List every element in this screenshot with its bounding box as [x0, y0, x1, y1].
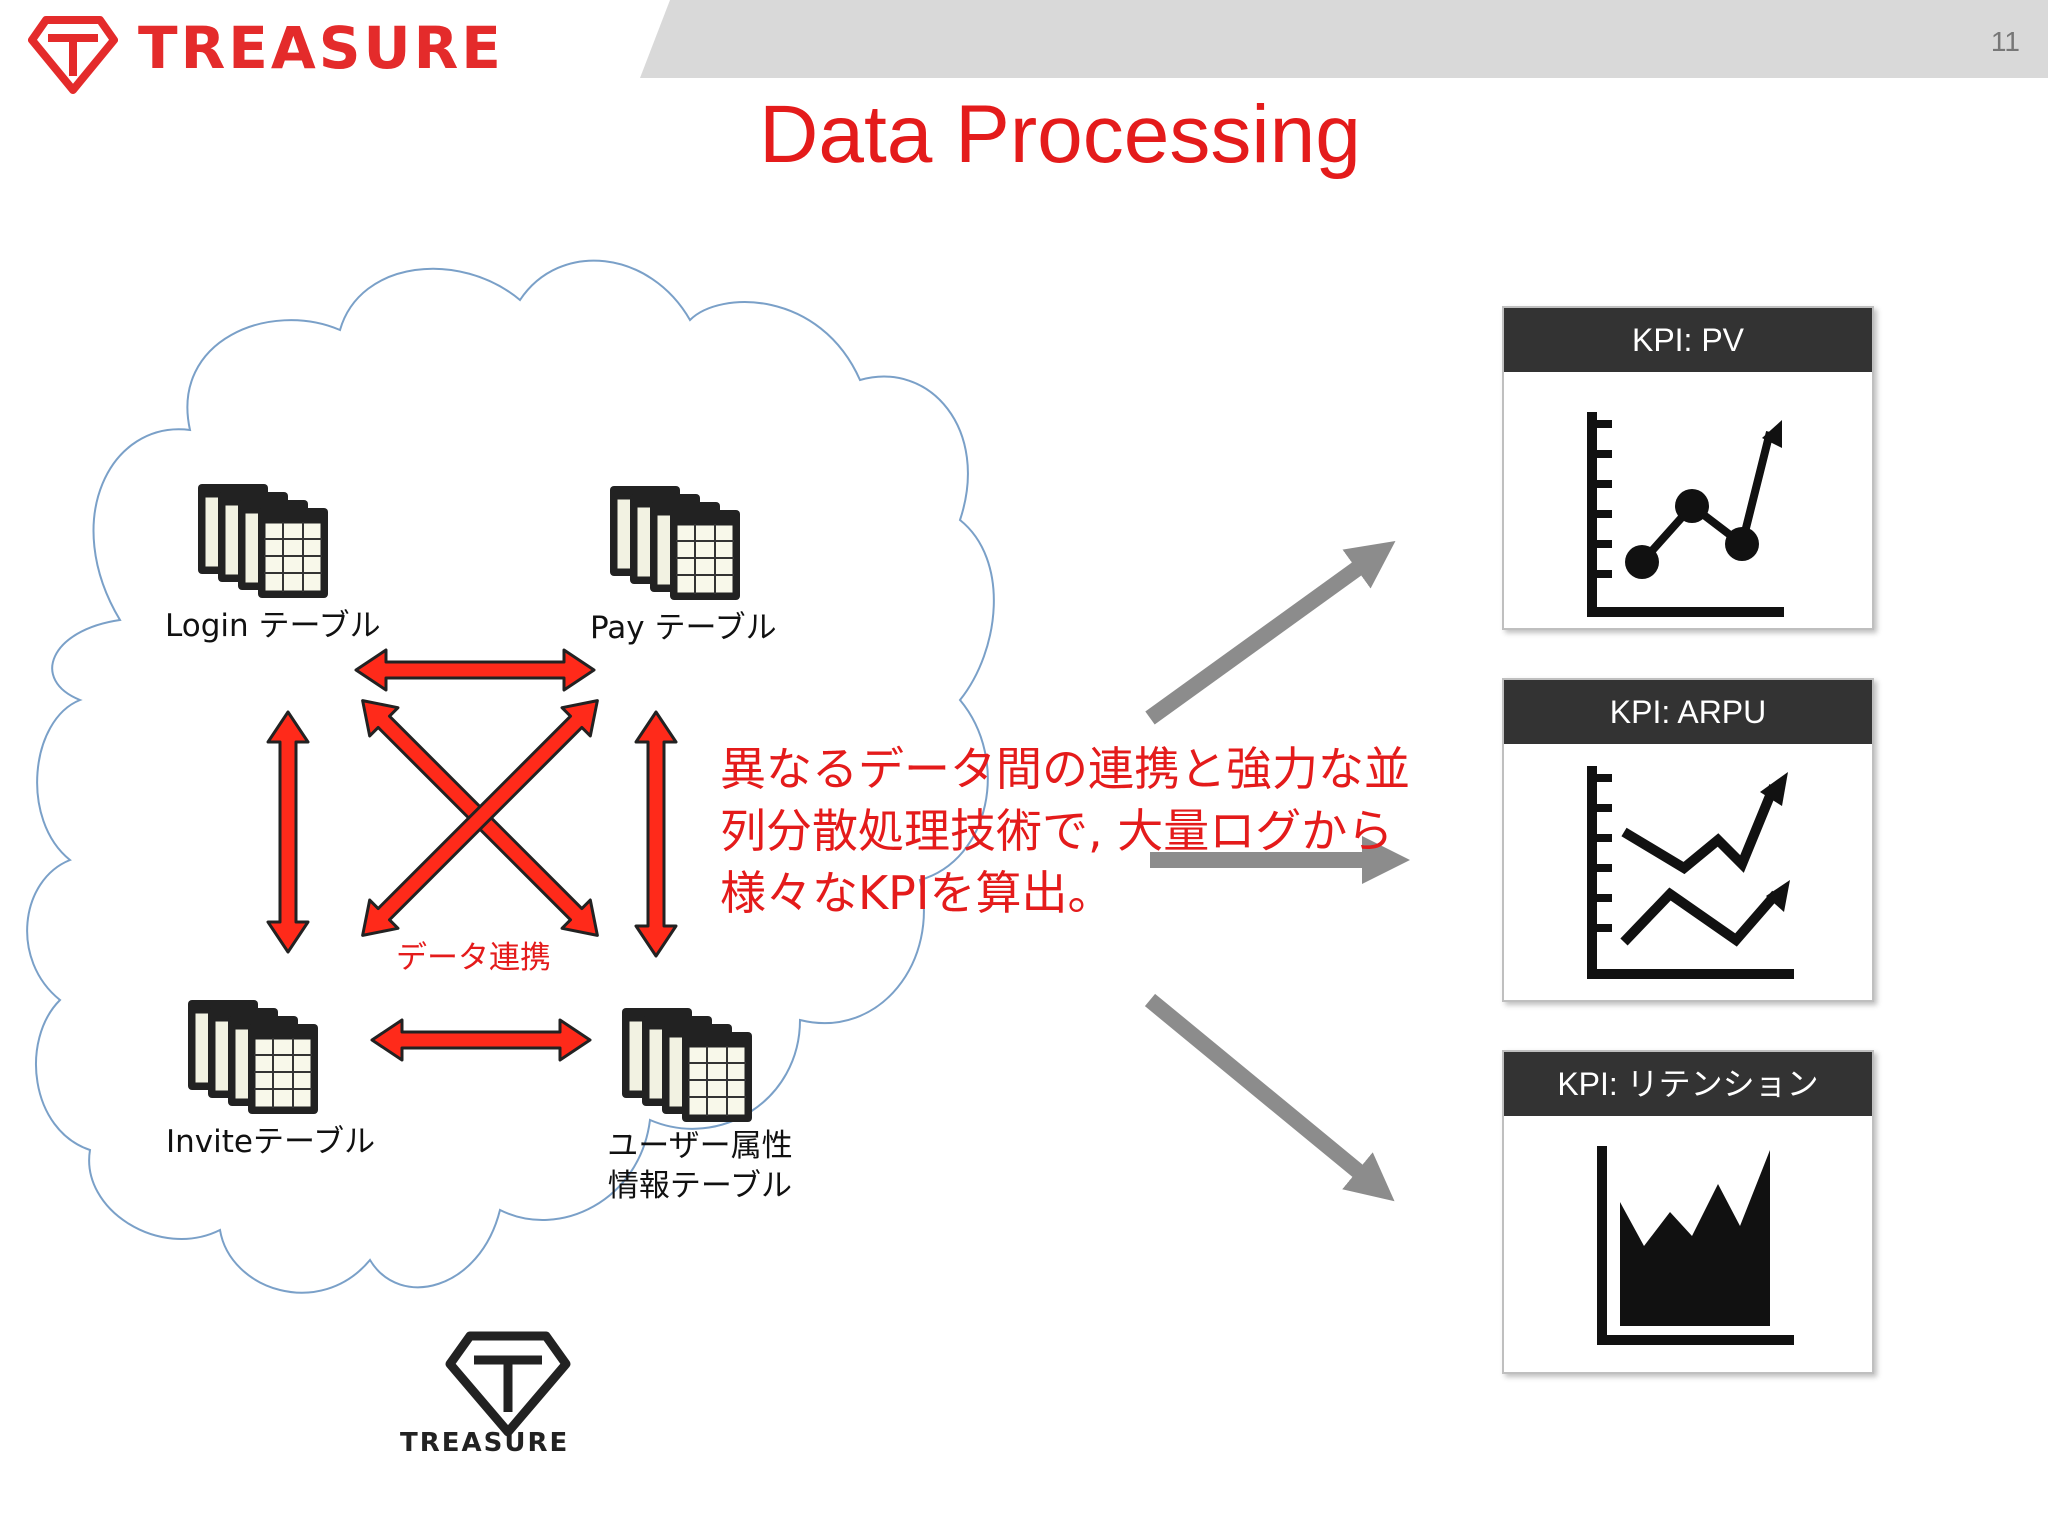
- link-arrow-pay-user: [634, 710, 678, 958]
- link-arrow-invite-user: [370, 1018, 592, 1062]
- data-link-label: データ連携: [396, 940, 551, 976]
- treasure-logo-icon: [28, 16, 118, 94]
- link-arrow-login-pay: [354, 648, 596, 692]
- link-arrow-diagonal-b: [361, 699, 599, 937]
- area-chart-icon: [1597, 1146, 1794, 1345]
- table-label-pay: Pay テーブル: [590, 610, 777, 646]
- description-text: 異なるデータ間の連携と強力な並 列分散処理技術で, 大量ログから 様々なKPIを…: [720, 742, 1410, 920]
- table-label-user: ユーザー属性 情報テーブル: [607, 1128, 793, 1204]
- brand-name: TREASURE: [138, 14, 504, 82]
- kpi-card-retention: KPI: リテンション: [1502, 1050, 1874, 1374]
- page-number: 11: [1990, 26, 2020, 57]
- cloud-logo-text: TREASURE: [400, 1428, 570, 1458]
- treasure-logo-icon: [445, 1331, 571, 1437]
- output-arrow-pv: [1145, 540, 1396, 725]
- header-bar: [640, 0, 2048, 78]
- line-chart-icon: [1587, 412, 1784, 617]
- link-arrow-login-invite: [266, 710, 310, 954]
- table-label-login: Login テーブル: [165, 608, 381, 644]
- kpi-card-arpu: KPI: ARPU: [1502, 678, 1874, 1002]
- output-arrow-retention: [1144, 993, 1395, 1202]
- table-label-invite: Inviteテーブル: [166, 1124, 376, 1160]
- trend-chart-icon: [1587, 766, 1794, 979]
- kpi-title: KPI: PV: [1504, 308, 1872, 372]
- kpi-card-pv: KPI: PV: [1502, 306, 1874, 630]
- kpi-title: KPI: リテンション: [1504, 1052, 1872, 1116]
- kpi-title: KPI: ARPU: [1504, 680, 1872, 744]
- page-title: Data Processing: [759, 89, 1361, 180]
